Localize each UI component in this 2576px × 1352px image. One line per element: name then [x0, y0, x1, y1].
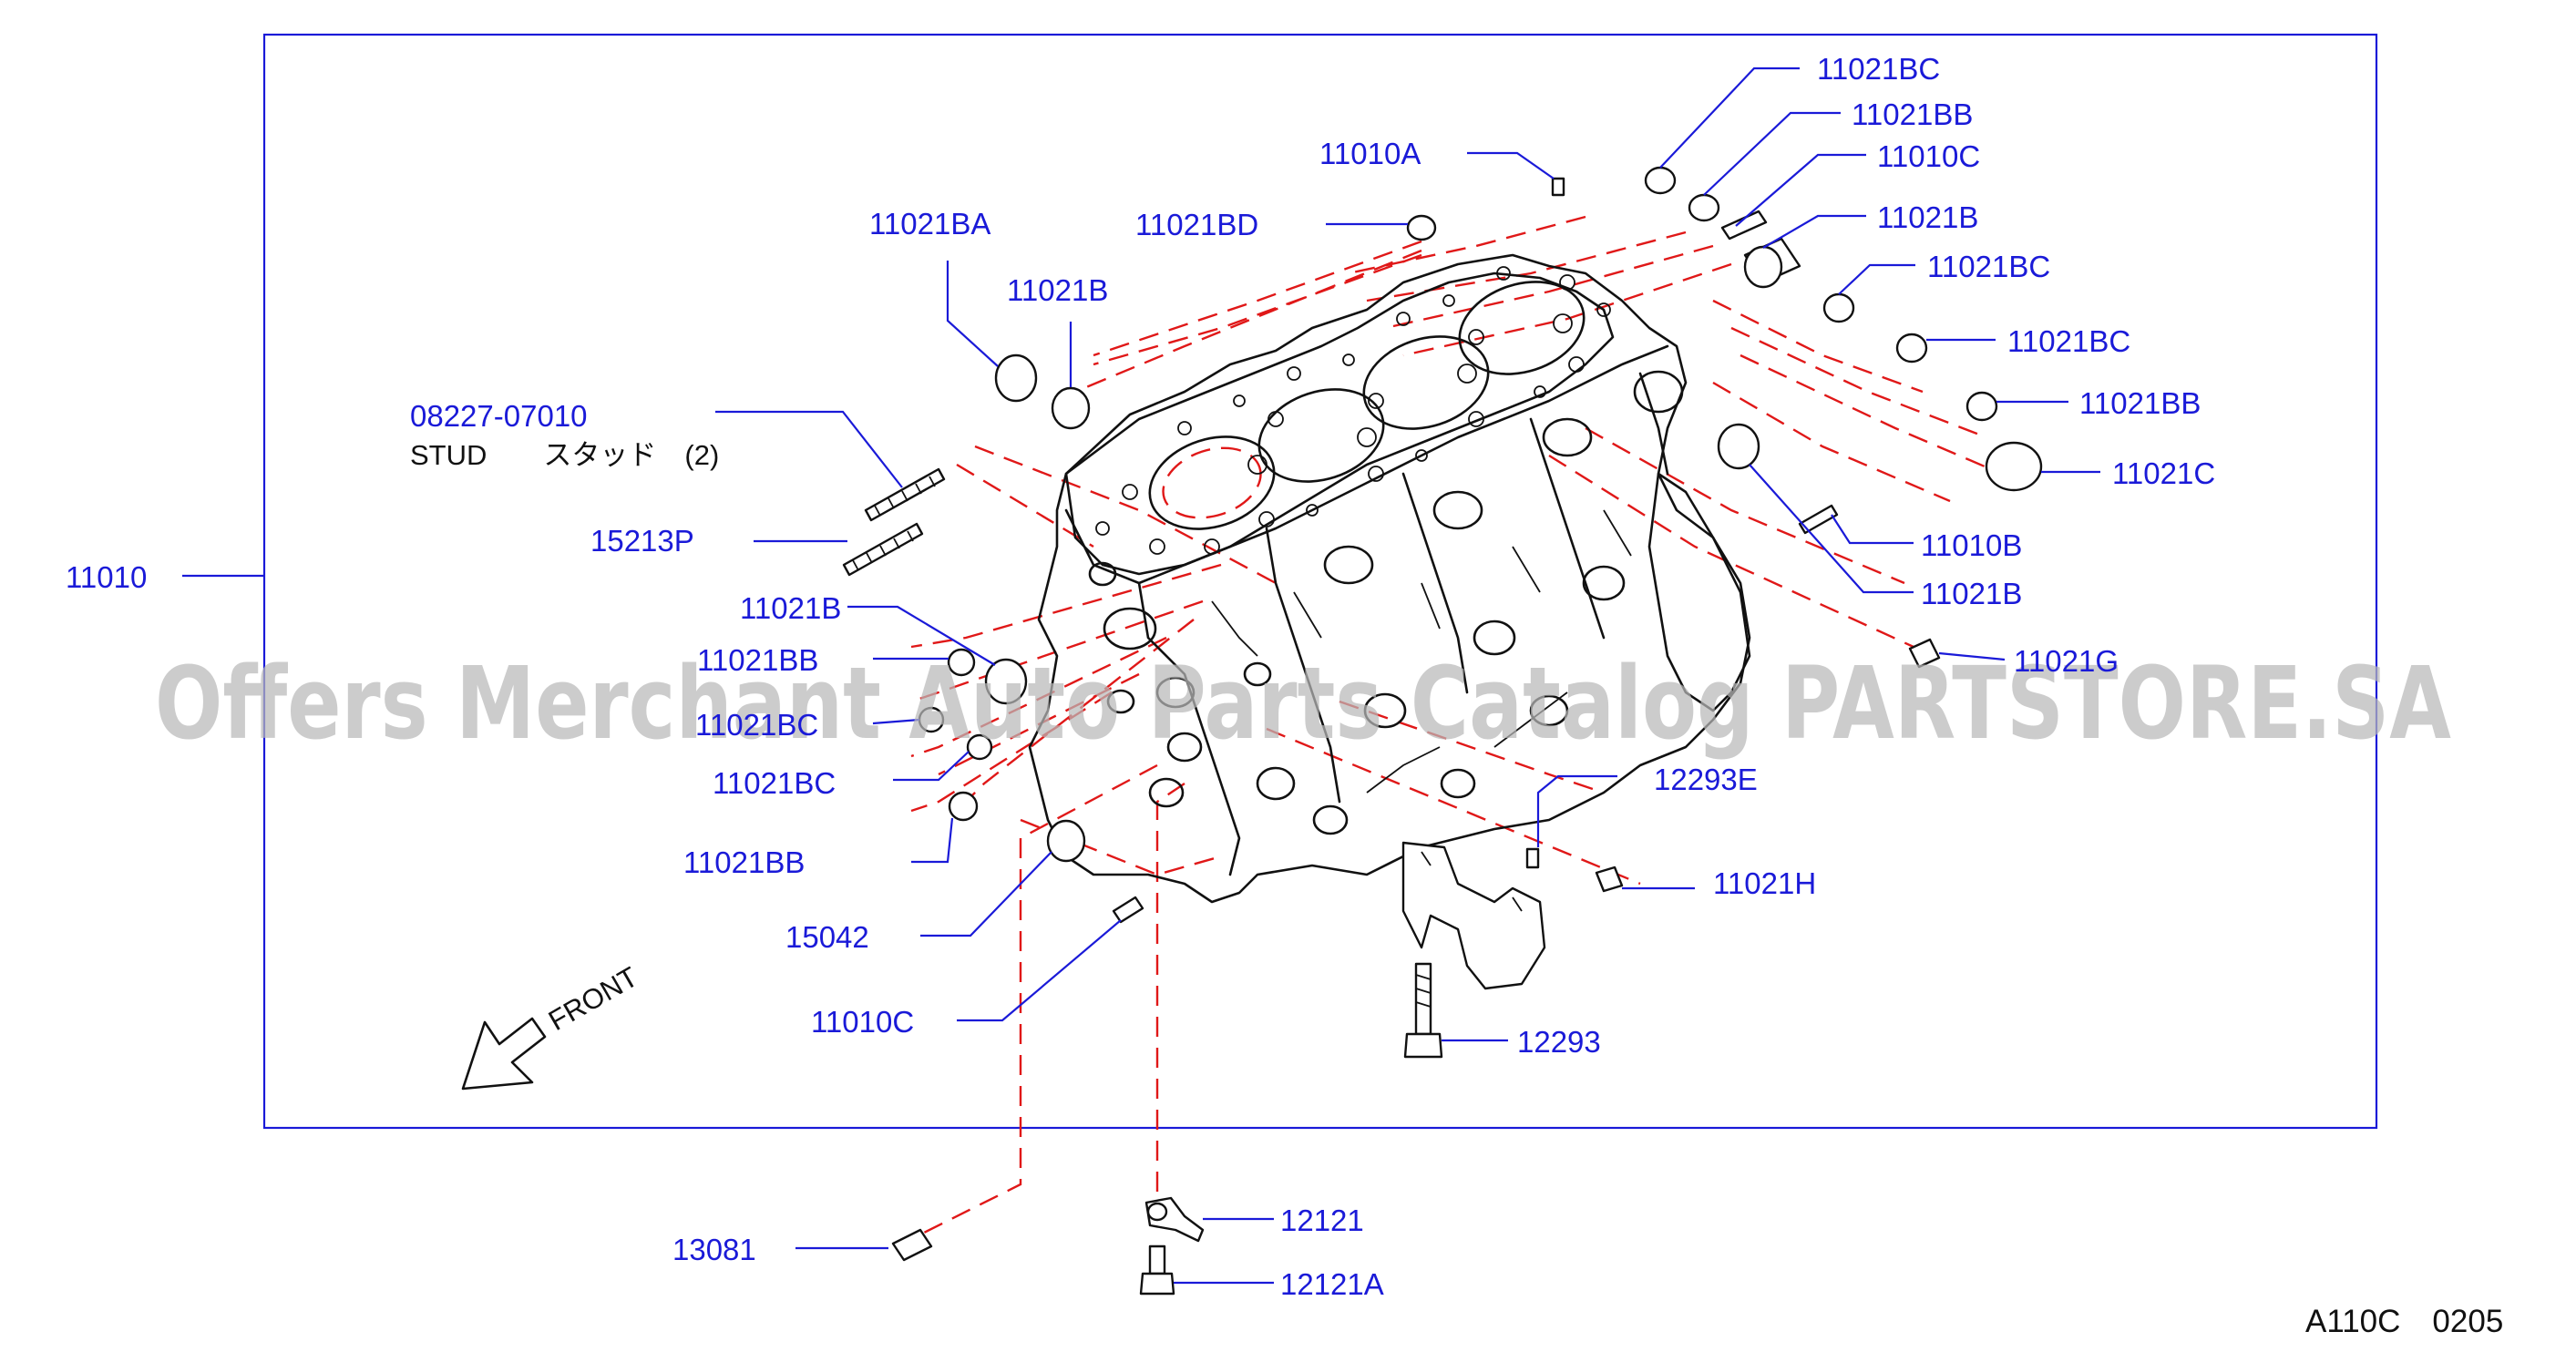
pin-11010C-top: [1720, 210, 1768, 241]
label-11021BC-a[interactable]: 11021BC: [1817, 52, 1940, 86]
stud-08227-07010: [864, 467, 946, 522]
plug-11021C-right: [1985, 441, 2043, 492]
label-15042[interactable]: 15042: [785, 920, 869, 954]
label-11021BB-c[interactable]: 11021BB: [697, 643, 818, 677]
dowel-13081: [891, 1228, 933, 1262]
front-label: FRONT: [543, 960, 643, 1037]
label-11021BD[interactable]: 11021BD: [1135, 208, 1258, 241]
plug-11021BD: [1406, 214, 1437, 241]
label-15213P[interactable]: 15213P: [590, 524, 694, 558]
label-11021BA[interactable]: 11021BA: [869, 207, 990, 241]
plug-11021BA: [994, 353, 1038, 403]
pin-11010A: [1551, 177, 1565, 197]
label-11021BC-d[interactable]: 11021BC: [695, 708, 818, 742]
plug-11021BC-top: [1644, 166, 1677, 195]
watermark: Offers Merchant Auto Parts Catalog PARTS…: [155, 645, 2451, 762]
label-11021B-c[interactable]: 11021B: [1007, 273, 1108, 307]
plug-11021BC-right-2: [1895, 333, 1928, 364]
diagram-frame: [262, 33, 2378, 1130]
label-11010C-a[interactable]: 11010C: [1877, 139, 1980, 173]
bolt-12121A: [1139, 1244, 1175, 1296]
label-11021G[interactable]: 11021G: [2014, 644, 2119, 678]
label-11021BC-c[interactable]: 11021BC: [2007, 324, 2130, 358]
diagram-code: A110C 0205: [2305, 1304, 2503, 1339]
pin-11010B: [1798, 504, 1839, 535]
label-11010[interactable]: 11010: [66, 560, 147, 594]
plug-11021BB-top: [1688, 193, 1720, 222]
label-11010C-b[interactable]: 11010C: [811, 1005, 914, 1039]
label-12293E[interactable]: 12293E: [1654, 763, 1758, 796]
plug-11021BB-right: [1965, 391, 1998, 422]
label-11021C[interactable]: 11021C: [2112, 456, 2215, 490]
plug-11021BB-left: [947, 648, 976, 677]
front-arrow-icon: FRONT: [461, 960, 643, 1091]
cylinder-block: [1028, 253, 1751, 904]
label-11021BC-e[interactable]: 11021BC: [713, 766, 836, 800]
pin-11010C-bottom: [1112, 896, 1144, 924]
label-11021BB-d[interactable]: 11021BB: [683, 845, 805, 879]
plug-11021BC-left-2: [966, 733, 993, 761]
plug-11021BB-left-low: [948, 791, 979, 822]
plug-11021G: [1908, 638, 1941, 669]
plug-11021B-right: [1717, 423, 1760, 470]
label-11021B-b[interactable]: 11021B: [1921, 577, 2022, 610]
leader-lines: [182, 67, 2100, 1285]
bolt-12293: [1403, 962, 1443, 1059]
label-11021BC-b[interactable]: 11021BC: [1927, 250, 2050, 283]
label-11021BB-b[interactable]: 11021BB: [2079, 386, 2201, 420]
bracket-12121: [1144, 1196, 1205, 1243]
label-12121A[interactable]: 12121A: [1280, 1267, 1384, 1301]
stud-15213P: [842, 522, 924, 577]
plug-11021B-left-top: [1051, 386, 1091, 430]
label-11021B-d[interactable]: 11021B: [740, 591, 841, 625]
part-labels: 11021BC 11021BB 11010A 11010C 11021B 110…: [66, 52, 2215, 1301]
label-12293[interactable]: 12293: [1517, 1025, 1601, 1059]
label-11021H[interactable]: 11021H: [1713, 866, 1816, 900]
label-11021BB-a[interactable]: 11021BB: [1852, 97, 1973, 131]
plug-11021BC-right-1: [1822, 292, 1855, 323]
plug-11021B-top-large: [1743, 237, 1801, 289]
dowel-12293E: [1525, 847, 1540, 869]
label-12121[interactable]: 12121: [1280, 1203, 1364, 1237]
plug-11021H: [1595, 865, 1624, 893]
label-11010B[interactable]: 11010B: [1921, 528, 2022, 562]
label-08227-07010[interactable]: 08227-07010: [410, 399, 588, 433]
bushing-15042: [1046, 819, 1086, 863]
label-stud: STUD スタッド (2): [410, 439, 719, 471]
label-13081[interactable]: 13081: [672, 1233, 756, 1266]
label-11010A[interactable]: 11010A: [1319, 137, 1421, 170]
label-11021B-a[interactable]: 11021B: [1877, 200, 1978, 234]
bearing-cap: [1401, 841, 1546, 990]
plug-11021B-left: [984, 658, 1028, 705]
